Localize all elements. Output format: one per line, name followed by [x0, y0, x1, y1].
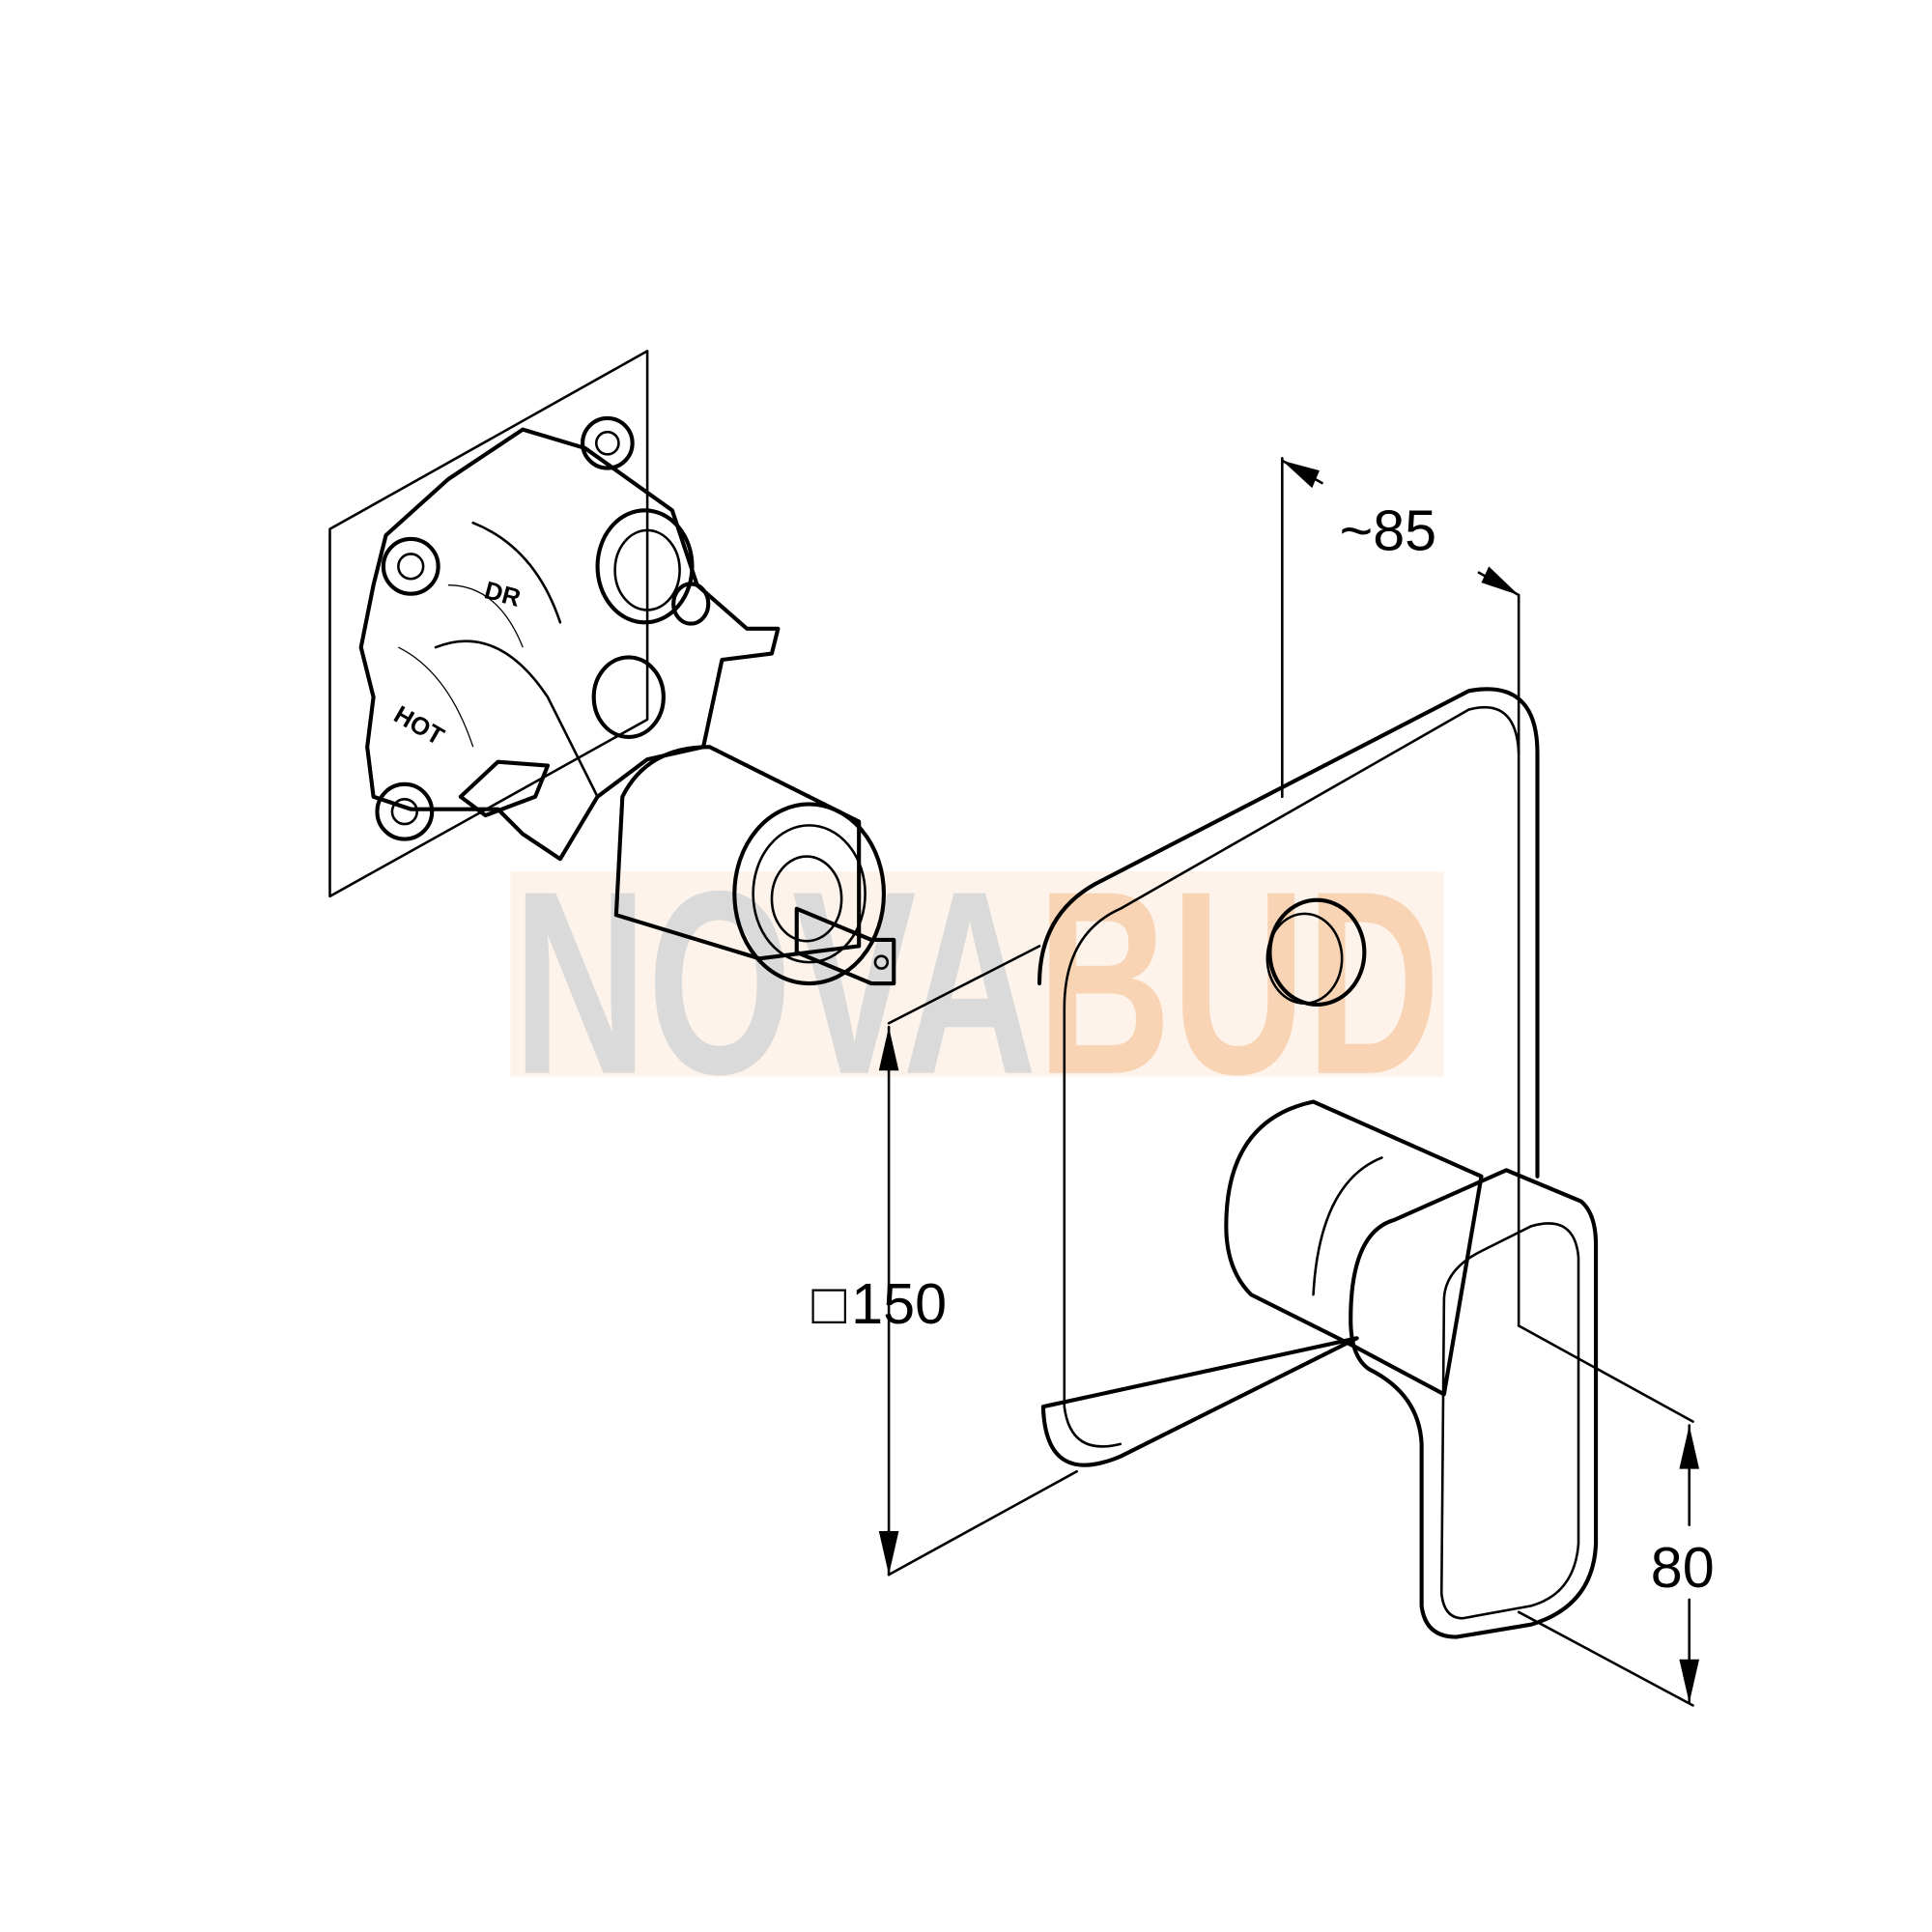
watermark-background — [510, 871, 1444, 1077]
watermark: NOVABUD — [510, 838, 1444, 1129]
cover-plate — [1037, 687, 1540, 1467]
diverter-button — [1267, 897, 1367, 1008]
lever-handle — [1224, 1099, 1599, 1639]
watermark-text: NOVABUD — [513, 838, 1440, 1129]
dimension-plate: □150 — [811, 945, 1078, 1577]
dimension-plate-symbol: □ — [811, 1271, 846, 1336]
dimension-lever-label: 80 — [1651, 1535, 1715, 1600]
label-dr: DR — [481, 577, 524, 612]
label-hot: HOT — [389, 701, 448, 752]
cartridge — [613, 745, 896, 986]
valve-body: DR HOT — [358, 415, 781, 862]
watermark-nova: NOVA — [513, 838, 1037, 1129]
watermark-bud: BUD — [1037, 838, 1440, 1129]
dimension-plate-label: 150 — [851, 1271, 947, 1336]
mounting-plate — [328, 350, 649, 898]
dimension-lever: 80 — [1517, 1324, 1715, 1707]
dimension-plate-text: □150 — [811, 1271, 947, 1336]
dimension-depth: ~85 — [1281, 456, 1520, 1327]
dimension-depth-label: ~85 — [1340, 498, 1437, 563]
